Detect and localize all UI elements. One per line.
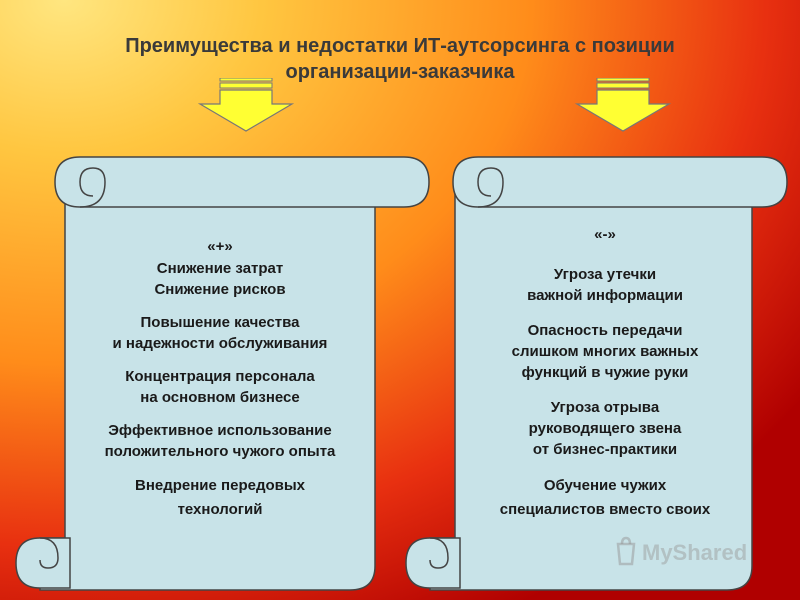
- list-item: Обучение чужих специалистов вместо своих: [499, 477, 711, 518]
- title-line-2: организации-заказчика: [285, 61, 515, 83]
- list-item: Внедрение передовых технологий: [134, 477, 306, 518]
- list-item: Концентрация персонала на основном бизне…: [125, 368, 315, 406]
- list-item: Снижение затрат Снижение рисков: [154, 260, 286, 298]
- watermark-logo-icon: [616, 536, 636, 566]
- list-item: Угроза отрыва руководящего звена от бизн…: [528, 399, 682, 458]
- title-line-1: Преимущества и недостатки ИТ-аутсорсинга…: [125, 35, 675, 57]
- list-item: Эффективное использование положительного…: [104, 422, 336, 460]
- page-title: Преимущества и недостатки ИТ-аутсорсинга…: [0, 33, 800, 85]
- advantages-heading: «+»: [207, 238, 233, 255]
- disadvantages-heading: «-»: [594, 226, 616, 243]
- watermark-text: MyShared: [642, 540, 748, 565]
- list-item: Угроза утечки важной информации: [527, 266, 683, 304]
- disadvantages-list: «-» Угроза утечки важной информации Опас…: [465, 224, 745, 522]
- down-arrow-icon: [198, 78, 294, 132]
- list-item: Повышение качества и надежности обслужив…: [112, 314, 328, 352]
- list-item: Опасность передачи слишком многих важных…: [511, 322, 699, 381]
- down-arrow-icon: [575, 78, 671, 132]
- advantages-list: «+» Снижение затрат Снижение рисков Повы…: [70, 236, 370, 522]
